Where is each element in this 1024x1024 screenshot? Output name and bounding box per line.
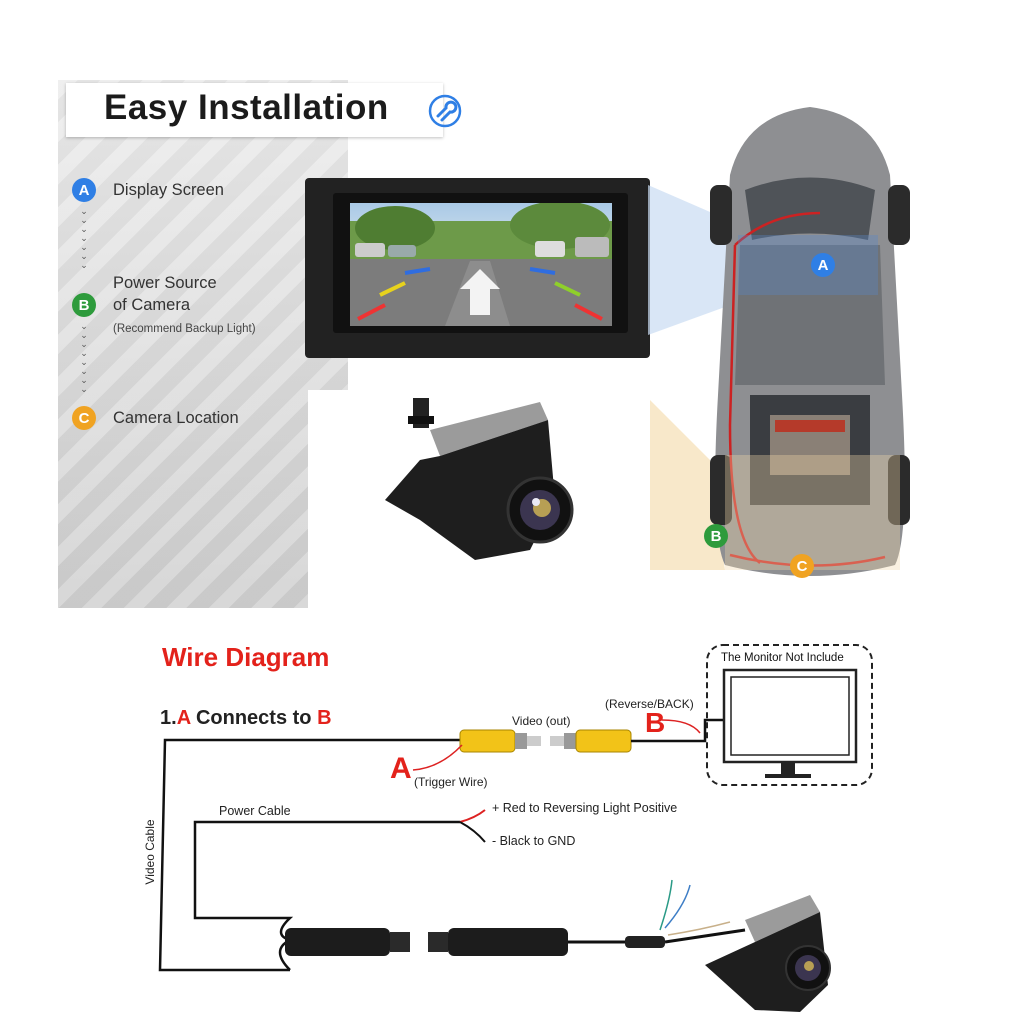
legend-note: (Recommend Backup Light) — [113, 323, 256, 335]
video-out-label: Video (out) — [512, 714, 571, 728]
wire-diagram-title: Wire Diagram — [162, 642, 330, 672]
monitor-screen — [350, 203, 612, 326]
camera-image — [385, 398, 574, 560]
legend-display-screen: Display Screen — [113, 181, 224, 199]
legend-power-source-line2: of Camera — [113, 296, 191, 314]
connector-dots: ⌄⌄⌄⌄⌄⌄⌄ — [80, 206, 88, 270]
badge-b: B — [72, 293, 96, 317]
car-image — [710, 107, 910, 576]
step-mid: Connects to — [190, 707, 318, 729]
step-heading: 1.A Connects to B — [160, 707, 332, 730]
step-prefix: 1. — [160, 707, 177, 729]
badge-a: A — [72, 178, 96, 202]
legend-power-source-line1: Power Source — [113, 274, 217, 292]
step-a: A — [176, 707, 191, 729]
car-marker-b: B — [704, 524, 728, 548]
video-cable-label: Video Cable — [143, 819, 157, 885]
power-cable-label: Power Cable — [219, 804, 291, 818]
label-b: B — [645, 707, 666, 738]
wiring-drawing — [158, 644, 873, 1012]
monitor-note: The Monitor Not Include — [721, 652, 844, 664]
page-title: Easy Installation — [104, 88, 389, 127]
badge-c: C — [72, 406, 96, 430]
title-box — [66, 83, 443, 137]
red-wire-label: + Red to Reversing Light Positive — [492, 801, 678, 815]
wrench-icon — [428, 94, 462, 128]
trigger-wire-label: (Trigger Wire) — [414, 775, 488, 789]
black-wire-label: - Black to GND — [492, 834, 576, 848]
step-b: B — [317, 707, 332, 729]
legend-camera-location: Camera Location — [113, 409, 239, 427]
reverse-back-label: (Reverse/BACK) — [605, 697, 694, 711]
background-panel — [58, 80, 348, 608]
connector-dots: ⌄⌄⌄⌄⌄⌄⌄⌄ — [80, 321, 88, 394]
car-marker-a: A — [811, 253, 835, 277]
label-a: A — [390, 752, 412, 785]
car-marker-c: C — [790, 554, 814, 578]
